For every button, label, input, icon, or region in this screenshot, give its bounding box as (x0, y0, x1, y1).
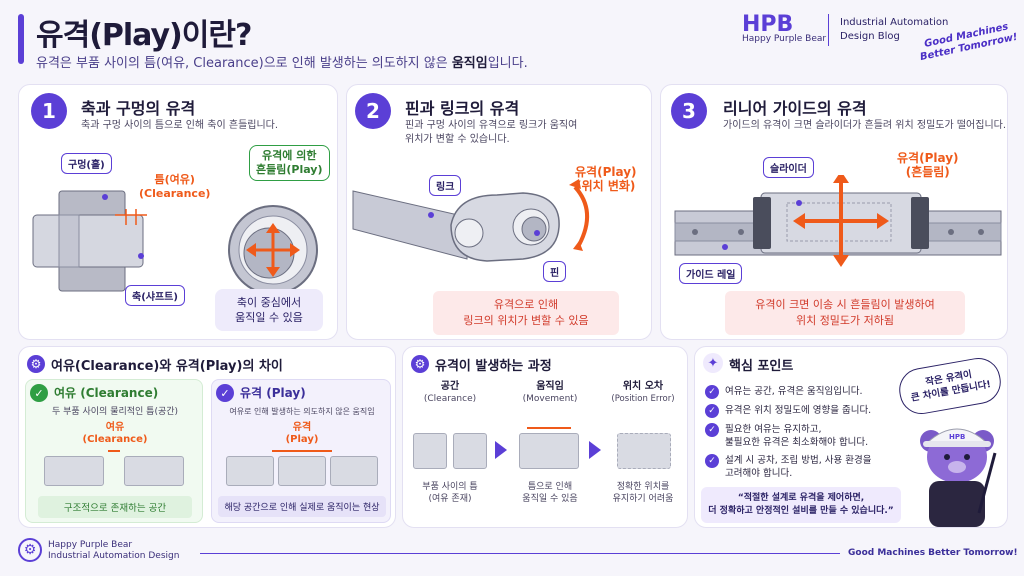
card-number: 1 (31, 93, 67, 129)
step1-block-left (413, 433, 447, 469)
diff-section: ⚙ 여유(Clearance)와 유격(Play)의 차이 ✓ 여유 (Clea… (18, 346, 396, 528)
play-label: 유격(Play) (285, 422, 319, 445)
play-label: 유격(Play)(흔들림) (897, 151, 959, 179)
quote-box: “적절한 설계로 유격을 제어하면,더 정확하고 안정적인 설비를 만들 수 있… (701, 487, 901, 523)
card-linear-guide: 3 리니어 가이드의 유격 가이드의 유격이 크면 슬라이더가 흔들려 위치 정… (660, 84, 1008, 340)
bear-mascot-icon (920, 428, 997, 527)
header-divider (828, 14, 829, 46)
list-item: ✓유격은 위치 정밀도에 영향을 줍니다. (705, 404, 905, 418)
shaft-hole-illustration (32, 190, 318, 295)
arrow-right-icon (589, 441, 601, 459)
gap-marker (108, 450, 120, 452)
logo-subtitle: Happy Purple Bear (742, 34, 827, 44)
check-icon: ✓ (705, 404, 719, 418)
clearance-label: 틈(여유)(Clearance) (139, 173, 211, 200)
card-title: 리니어 가이드의 유격 (723, 99, 867, 118)
play-desc: 여유로 인해 발생하는 의도하지 않은 움직임 (229, 407, 375, 416)
linear-guide-illustration (674, 175, 1002, 267)
lightbulb-icon: ✦ (703, 353, 723, 373)
bear-helmet-badge: HPB (949, 433, 966, 441)
title-accent-bar (18, 14, 24, 64)
rail-tag: 가이드 레일 (679, 263, 743, 284)
card-desc: 축과 구멍 사이의 틈으로 인해 축이 흔들립니다. (81, 120, 279, 131)
step1-desc: 부품 사이의 틈(여유 존재) (422, 482, 478, 504)
move-arrow (527, 427, 571, 429)
hole-tag: 구멍(홀) (61, 153, 112, 174)
card-title: 핀과 링크의 유격 (405, 99, 520, 118)
card-number: 2 (355, 93, 391, 129)
card-title: 축과 구멍의 유격 (81, 99, 196, 118)
check-icon: ✓ (30, 384, 48, 402)
card-number: 3 (671, 93, 707, 129)
points-list: ✓여유는 공간, 유격은 움직임입니다. ✓유격은 위치 정밀도에 영향을 줍니… (705, 385, 905, 485)
block-left (226, 456, 274, 486)
step2-block (519, 433, 579, 469)
section-title: 여유(Clearance)와 유격(Play)의 차이 (51, 359, 283, 374)
block-right (124, 456, 184, 486)
clearance-panel: ✓ 여유 (Clearance) 두 부품 사이의 물리적인 틈(공간) 여유(… (25, 379, 203, 523)
play-title: 유격 (Play) (240, 386, 306, 400)
section-title: 핵심 포인트 (729, 359, 794, 374)
gear-icon: ⚙ (27, 355, 45, 373)
clearance-label: 여유(Clearance) (82, 422, 148, 445)
list-item: ✓필요한 여유는 유지하고, 불필요한 유격은 최소화해야 합니다. (705, 423, 905, 449)
play-arrow (272, 450, 332, 452)
process-step: 위치 오차 (Position Error) (611, 381, 675, 404)
check-icon: ✓ (216, 384, 234, 402)
footer-line (200, 553, 840, 554)
card-desc: 가이드의 유격이 크면 슬라이더가 흔들려 위치 정밀도가 떨어집니다. (723, 120, 1007, 131)
step3-block (617, 433, 671, 469)
link-tag: 링크 (429, 175, 462, 196)
shaft-tag: 축(샤프트) (125, 285, 185, 306)
list-item: ✓여유는 공간, 유격은 움직임입니다. (705, 385, 905, 399)
play-panel: ✓ 유격 (Play) 여유로 인해 발생하는 의도하지 않은 움직임 유격(P… (211, 379, 391, 523)
clearance-title: 여유 (Clearance) (54, 386, 159, 400)
play-label: 유격(Play)(위치 변화) (575, 165, 637, 193)
hpb-logo: HPB (742, 12, 794, 37)
page-title: 유격(Play)이란? (36, 18, 252, 53)
card-shaft-hole: 1 축과 구멍의 유격 축과 구멍 사이의 틈으로 인해 축이 흔들립니다. 구… (18, 84, 338, 340)
slider-tag: 슬라이더 (763, 157, 814, 178)
play-foot: 해당 공간으로 인해 실제로 움직이는 현상 (218, 496, 386, 517)
check-icon: ✓ (705, 454, 719, 468)
process-step: 움직임 (Movement) (522, 381, 578, 404)
pin-tag: 핀 (543, 261, 567, 282)
process-section: ⚙ 유격이 발생하는 과정 공간 (Clearance) 부품 사이의 틈(여유… (402, 346, 688, 528)
clearance-foot: 구조적으로 존재하는 공간 (38, 496, 192, 518)
process-step: 공간 (Clearance) (423, 381, 477, 404)
block-left (44, 456, 104, 486)
step1-block-right (453, 433, 487, 469)
check-icon: ✓ (705, 385, 719, 399)
check-icon: ✓ (705, 423, 719, 437)
section-title: 유격이 발생하는 과정 (435, 359, 552, 374)
pin-link-illustration (352, 179, 590, 262)
block-middle (278, 456, 326, 486)
page-subtitle: 유격은 부품 사이의 틈(여유, Clearance)으로 인해 발생하는 의도… (36, 56, 528, 71)
points-section: ✦ 핵심 포인트 ✓여유는 공간, 유격은 움직임입니다. ✓유격은 위치 정밀… (694, 346, 1008, 528)
block-right (330, 456, 378, 486)
clearance-desc: 두 부품 사이의 물리적인 틈(공간) (51, 407, 179, 417)
list-item: ✓설계 시 공차, 조립 방법, 사용 환경을 고려해야 합니다. (705, 454, 905, 480)
footer-slogan: Good Machines Better Tomorrow! (848, 548, 1018, 558)
gear-icon: ⚙ (411, 355, 429, 373)
gear-icon: ⚙ (18, 538, 42, 562)
arrow-right-icon (495, 441, 507, 459)
